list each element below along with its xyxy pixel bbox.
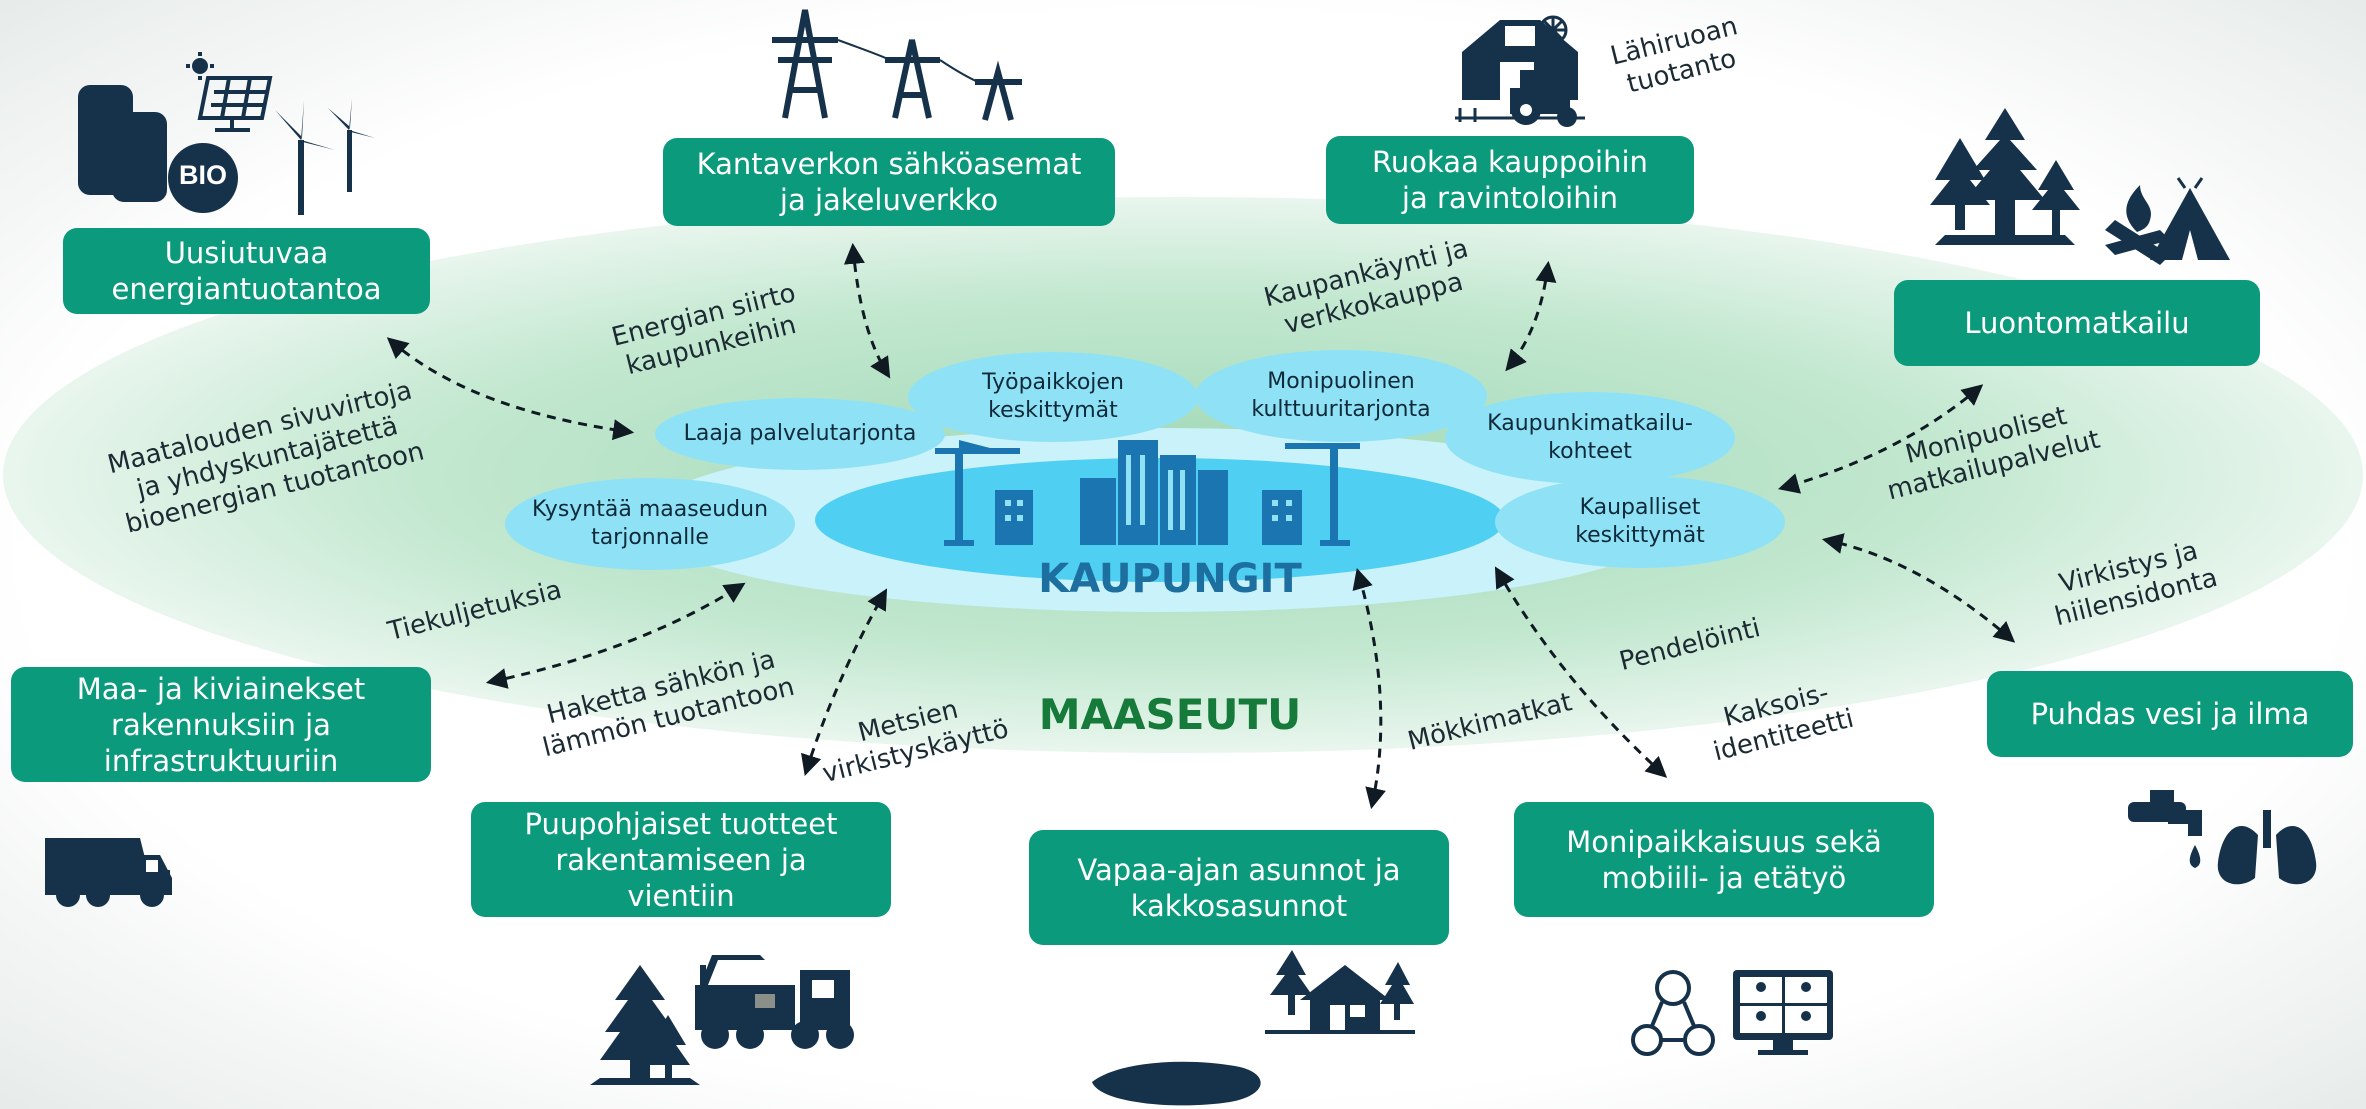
arrow-food <box>1505 260 1557 372</box>
arrow-water-air <box>1821 533 2016 643</box>
city-skyline-icon <box>935 440 1360 546</box>
video-call-icon <box>1733 970 1833 1055</box>
box-wood-products: Puupohjaiset tuotteet rakentamiseen ja v… <box>471 802 891 917</box>
city-service-commercial: Kaupalliset keskittymät <box>1495 476 1785 568</box>
kaupungit-label: KAUPUNGIT <box>1038 556 1302 602</box>
box-multilocal: Monipaikkaisuus sekä mobiili- ja etätyö <box>1514 802 1934 917</box>
bio-badge: BIO <box>178 160 227 190</box>
arrow-grid <box>843 242 891 379</box>
construction-crane-icon <box>1285 443 1360 546</box>
box-food: Ruokaa kauppoihin ja ravintoloihin <box>1326 136 1694 224</box>
lungs-icon <box>2217 810 2317 885</box>
arrow-aggregates <box>485 582 746 689</box>
construction-crane-icon <box>935 440 1020 546</box>
box-renewable-energy: Uusiutuvaa energiantuotantoa <box>63 228 430 314</box>
arrow-energy <box>386 337 635 441</box>
maaseutu-label: MAASEUTU <box>1038 690 1302 739</box>
city-service-culture: Monipuolinen kulttuuritarjonta <box>1195 350 1487 442</box>
forest-machine-icon <box>695 955 854 1049</box>
arrow-nature <box>1777 384 1984 494</box>
city-service-city-tourism: Kaupunkimatkailu- kohteet <box>1445 392 1735 484</box>
box-nature-tourism: Luontomatkailu <box>1894 280 2260 366</box>
city-service-services: Laaja palvelutarjonta <box>655 398 945 470</box>
connector-arrows <box>386 242 2016 810</box>
arrow-multilocal <box>1494 566 1668 778</box>
farm-fence-icon <box>1455 108 1585 122</box>
box-grid: Kantaverkon sähköasemat ja jakeluverkko <box>663 138 1115 226</box>
cottage-icon <box>1265 950 1415 1034</box>
spruce-tree-icon <box>590 965 700 1085</box>
solar-panel-icon <box>186 52 273 132</box>
skyscraper-icon <box>1080 440 1228 545</box>
water-tap-icon <box>2128 790 2202 868</box>
forest-icon <box>1930 108 2080 245</box>
box-clean-water-air: Puhdas vesi ja ilma <box>1987 671 2353 757</box>
city-service-jobs: Työpaikkojen keskittymät <box>908 352 1198 442</box>
box-aggregates: Maa- ja kiviainekset rakennuksiin ja inf… <box>11 667 431 782</box>
arrow-wood <box>801 588 888 777</box>
city-service-demand: Kysyntää maaseudun tarjonnalle <box>505 478 795 570</box>
tent-icon <box>2150 177 2230 260</box>
power-pylon-icon <box>772 9 1022 121</box>
lake-icon <box>1092 1061 1261 1106</box>
bio-tanks-icon <box>78 85 238 213</box>
box-holiday-homes: Vapaa-ajan asunnot ja kakkosasunnot <box>1029 830 1449 945</box>
windmill-icon <box>1538 15 1568 65</box>
network-people-icon <box>1631 970 1715 1056</box>
wind-turbine-icon <box>275 98 375 215</box>
dump-truck-icon <box>45 838 172 907</box>
